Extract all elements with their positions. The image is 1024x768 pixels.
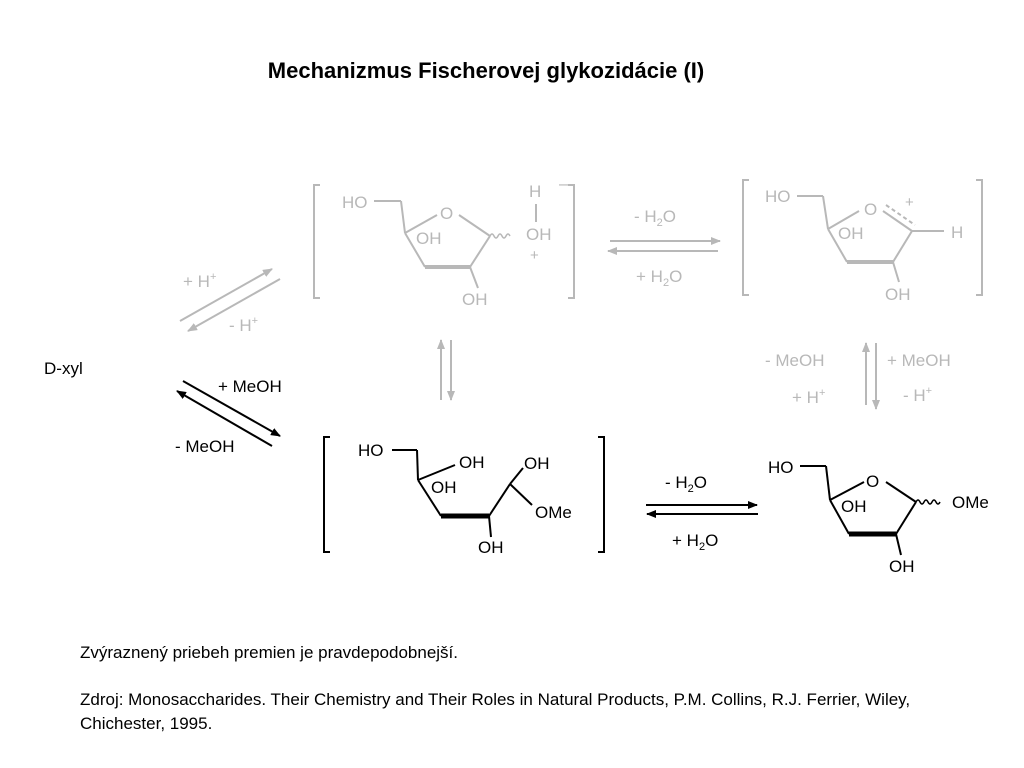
- condition-plus-h2o-bottom: + H2O: [672, 531, 718, 553]
- condition-plus-meoh-right: + MeOH: [887, 351, 951, 370]
- oh-c2-label: OH: [838, 224, 864, 243]
- hydroxymethyl-label: HO: [342, 193, 368, 212]
- bracket-left: [313, 184, 320, 299]
- oh-c5-label: OH: [459, 453, 485, 472]
- oh-c3-label: OH: [462, 290, 488, 309]
- charge-label: +: [530, 247, 539, 264]
- hydroxymethyl-label: HO: [765, 187, 791, 206]
- bracket-right: [568, 184, 575, 299]
- slide-title: Mechanizmus Fischerovej glykozidácie (I): [267, 58, 705, 83]
- ring-oxygen-label: O: [440, 204, 453, 223]
- arrow-vertical-right: [862, 342, 880, 410]
- condition-plus-h2o-top: + H2O: [636, 267, 682, 289]
- bracket-left: [742, 179, 749, 296]
- oh-c3-label: OH: [889, 557, 915, 576]
- reaction-scheme: D-xyl HO O OH OH H OH + –: [44, 174, 989, 576]
- bracket-right: [976, 179, 983, 296]
- condition-minus-h2o-bottom: - H2O: [665, 473, 707, 495]
- start-label-dxyl: D-xyl: [44, 359, 83, 378]
- methyl-furanoside: [800, 465, 941, 556]
- bracket-right: [598, 436, 605, 553]
- oh-c2-label: OH: [524, 454, 550, 473]
- protonated-furanose: [313, 184, 575, 299]
- footnote-note: Zvýraznený priebeh premien je pravdepodo…: [80, 643, 459, 662]
- condition-minus-h: - H+: [229, 315, 258, 335]
- arrow-protonation: [179, 268, 281, 332]
- oh-c3-label: OH: [478, 538, 504, 557]
- oh-c2-label: OH: [841, 497, 867, 516]
- condition-minus-h2o-top: - H2O: [634, 207, 676, 229]
- arrow-methanol-addition: [176, 380, 281, 447]
- anomeric-h-label: H: [529, 182, 541, 201]
- condition-minus-h-right: - H+: [903, 385, 932, 405]
- bracket-dash: –: [559, 174, 569, 193]
- arrow-dehydration-top: [607, 237, 721, 255]
- acyclic-hemiacetal: [323, 436, 605, 553]
- anomeric-h-label: H: [951, 223, 963, 242]
- ome-label: OMe: [952, 493, 989, 512]
- condition-plus-h-right: + H+: [792, 387, 825, 407]
- ome-label: OMe: [535, 503, 572, 522]
- bracket-left: [323, 436, 330, 553]
- oh-c3-label: OH: [885, 285, 911, 304]
- ring-oxygen-label: O: [866, 472, 879, 491]
- condition-minus-meoh-right: - MeOH: [765, 351, 825, 370]
- ring-oxygen-label: O: [864, 200, 877, 219]
- condition-plus-h: + H+: [183, 271, 216, 291]
- hydroxymethyl-label: HO: [768, 458, 794, 477]
- oh-c2-label: OH: [416, 229, 442, 248]
- condition-plus-meoh: + MeOH: [218, 377, 282, 396]
- ch2oh-label: HO: [358, 441, 384, 460]
- anomeric-oh-label: OH: [526, 225, 552, 244]
- arrow-cyclization: [646, 501, 758, 518]
- charge-label: +: [905, 194, 914, 211]
- condition-minus-meoh: - MeOH: [175, 437, 235, 456]
- oxocarbenium-ion: [742, 179, 983, 296]
- oh-c4-label: OH: [431, 478, 457, 497]
- footnote-source: Zdroj: Monosaccharides. Their Chemistry …: [80, 690, 911, 733]
- arrow-vertical-middle: [437, 339, 455, 401]
